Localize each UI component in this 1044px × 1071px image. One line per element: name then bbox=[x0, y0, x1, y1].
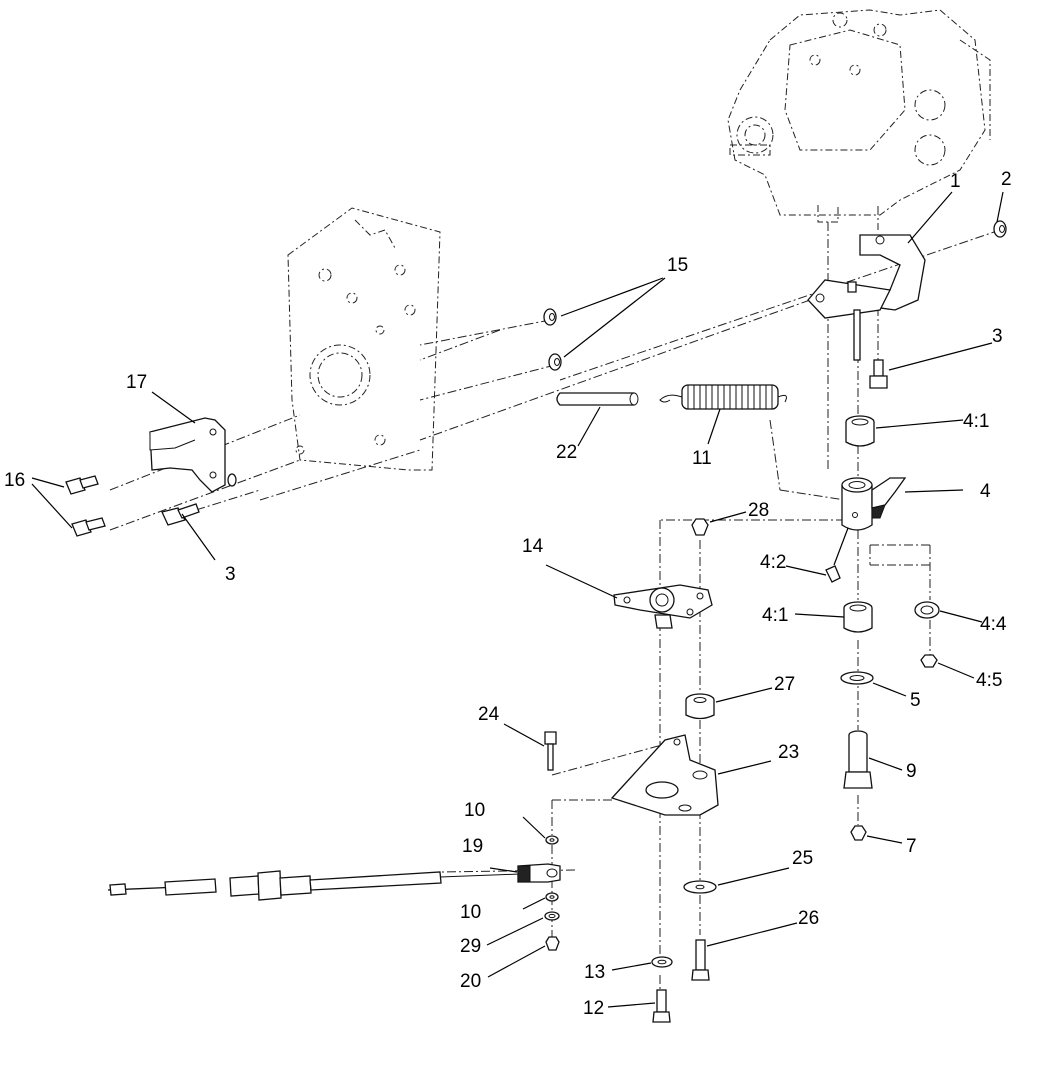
washer-part-10-lower bbox=[545, 892, 559, 902]
callout-12: 12 bbox=[583, 998, 604, 1019]
callout-13: 13 bbox=[584, 962, 605, 983]
bolt-part-16-upper bbox=[65, 475, 99, 495]
bolt-part-3-lower bbox=[161, 503, 200, 526]
callout-22: 22 bbox=[556, 442, 577, 463]
callout-3: 3 bbox=[992, 326, 1003, 347]
bolt-part-3-upper bbox=[869, 359, 888, 389]
washer-part-29 bbox=[544, 911, 560, 921]
nut-part-4-5 bbox=[920, 654, 938, 668]
callout-16: 16 bbox=[4, 470, 25, 491]
pivot-plate-part-14 bbox=[613, 584, 713, 629]
callout-25: 25 bbox=[792, 848, 813, 869]
callout-4-1: 4:1 bbox=[762, 605, 788, 626]
callout-4-2: 4:2 bbox=[760, 552, 786, 573]
callout-20: 20 bbox=[460, 971, 481, 992]
frame-plate-ghost bbox=[287, 207, 441, 471]
bracket-part-17 bbox=[149, 417, 237, 493]
bushing-part-4-1-upper bbox=[845, 415, 875, 447]
washer-part-25 bbox=[683, 880, 717, 894]
callout-10: 10 bbox=[460, 902, 481, 923]
callout-4-5: 4:5 bbox=[976, 670, 1002, 691]
nut-part-7 bbox=[850, 825, 867, 841]
lever-part-4 bbox=[841, 477, 907, 531]
callout-19: 19 bbox=[462, 836, 483, 857]
bolt-part-26 bbox=[691, 939, 710, 981]
callout-5: 5 bbox=[910, 690, 921, 711]
hydraulic-pump-ghost bbox=[727, 9, 991, 223]
callout-1: 1 bbox=[950, 171, 961, 192]
callout-24: 24 bbox=[478, 704, 500, 725]
callout-29: 29 bbox=[460, 936, 481, 957]
callout-10: 10 bbox=[464, 800, 485, 821]
pin-part-4-2 bbox=[825, 527, 849, 583]
bearing-part-4-4 bbox=[914, 601, 940, 619]
nut-part-15-upper bbox=[543, 308, 557, 326]
callout-labels: 1 2 3 3 4 4:1 4:1 4:2 4:4 4:5 5 7 9 10 1… bbox=[4, 169, 1012, 1019]
callout-15: 15 bbox=[667, 255, 688, 276]
washer-part-5 bbox=[840, 671, 874, 685]
callout-2: 2 bbox=[1001, 169, 1012, 190]
flange-nut-part-2 bbox=[993, 220, 1007, 238]
nut-part-15-lower bbox=[548, 353, 562, 371]
callout-11: 11 bbox=[692, 448, 712, 469]
washer-part-10-upper bbox=[545, 835, 559, 845]
callout-26: 26 bbox=[798, 908, 819, 929]
bolt-part-16-lower bbox=[71, 517, 106, 537]
callout-4-4: 4:4 bbox=[980, 614, 1007, 635]
spring-part-11 bbox=[659, 384, 787, 410]
bolt-part-12 bbox=[652, 989, 671, 1023]
swivel-part-19 bbox=[517, 863, 561, 883]
leader-lines bbox=[31, 191, 1004, 1008]
callout-4: 4 bbox=[980, 481, 991, 502]
bolt-part-24 bbox=[544, 731, 557, 771]
sleeve-part-22 bbox=[556, 392, 639, 406]
callout-17: 17 bbox=[126, 372, 147, 393]
callout-27: 27 bbox=[774, 674, 795, 695]
callout-4-1: 4:1 bbox=[963, 411, 989, 432]
control-cable bbox=[107, 870, 521, 901]
callout-7: 7 bbox=[906, 836, 917, 857]
callout-28: 28 bbox=[748, 500, 769, 521]
nut-part-20 bbox=[545, 936, 560, 951]
bushing-part-4-1-lower bbox=[843, 601, 873, 633]
plate-part-23 bbox=[610, 734, 719, 816]
bracket-part-1 bbox=[807, 234, 926, 361]
spacer-part-9 bbox=[843, 730, 873, 789]
callout-23: 23 bbox=[778, 742, 799, 763]
grommet-part-27 bbox=[685, 693, 715, 720]
nut-part-28 bbox=[691, 518, 709, 536]
callout-3: 3 bbox=[225, 564, 236, 585]
washer-part-13 bbox=[651, 956, 673, 968]
callout-14: 14 bbox=[522, 536, 544, 557]
callout-9: 9 bbox=[906, 761, 917, 782]
